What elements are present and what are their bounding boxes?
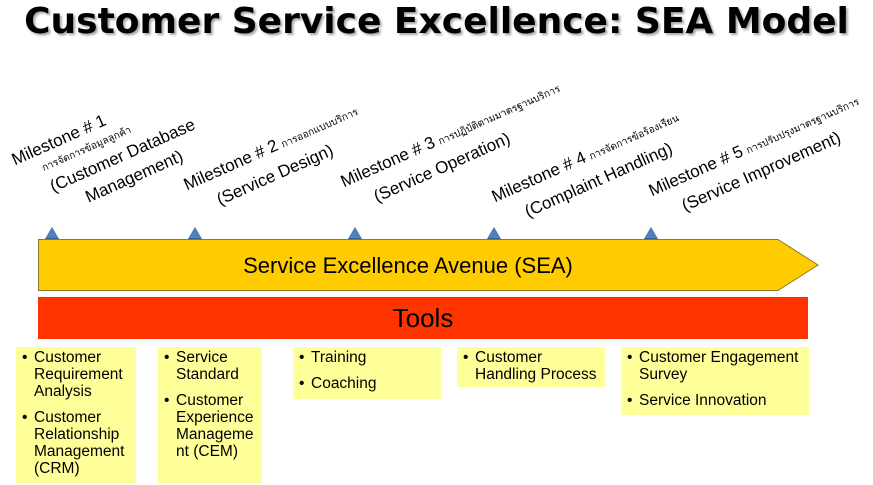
avenue-arrow (38, 239, 819, 291)
milestone-1-label: Milestone # 1 การจัดการข้อมูลลูกค้า (Cus… (8, 76, 209, 230)
milestone-3-marker-icon (348, 227, 362, 239)
tool-box-1: Customer Requirement Analysis Customer R… (16, 347, 136, 483)
milestone-1-marker-icon (45, 227, 59, 239)
milestone-5-label: Milestone # 5การปรับปรุงมาตรฐานบริการ (S… (645, 88, 873, 227)
tool-item: Service Innovation (627, 392, 803, 409)
tool-item: Customer Relationship Management (CRM) (22, 409, 130, 477)
tool-item: Coaching (299, 375, 435, 392)
tool-box-5: Customer Engagement Survey Service Innov… (621, 347, 809, 415)
milestone-2-marker-icon (188, 227, 202, 239)
tools-bar: Tools (38, 297, 808, 339)
tool-item: Customer Experience Manageme nt (CEM) (164, 392, 256, 460)
milestone-4-marker-icon (487, 227, 501, 239)
tool-box-4: Customer Handling Process (457, 347, 605, 387)
tool-item: Training (299, 349, 435, 366)
milestone-5-marker-icon (644, 227, 658, 239)
tool-item: Customer Handling Process (463, 349, 599, 383)
avenue-label: Service Excellence Avenue (SEA) (243, 253, 573, 278)
page-title: Customer Service Excellence: SEA Model (24, 1, 849, 42)
tool-item: Customer Requirement Analysis (22, 349, 130, 400)
tool-item: Service Standard (164, 349, 256, 383)
tool-box-3: Training Coaching (293, 347, 441, 399)
milestone-2-label: Milestone # 2การออกแบบบริการ (Service De… (180, 98, 373, 221)
tool-box-2: Service Standard Customer Experience Man… (158, 347, 262, 483)
tool-item: Customer Engagement Survey (627, 349, 803, 383)
